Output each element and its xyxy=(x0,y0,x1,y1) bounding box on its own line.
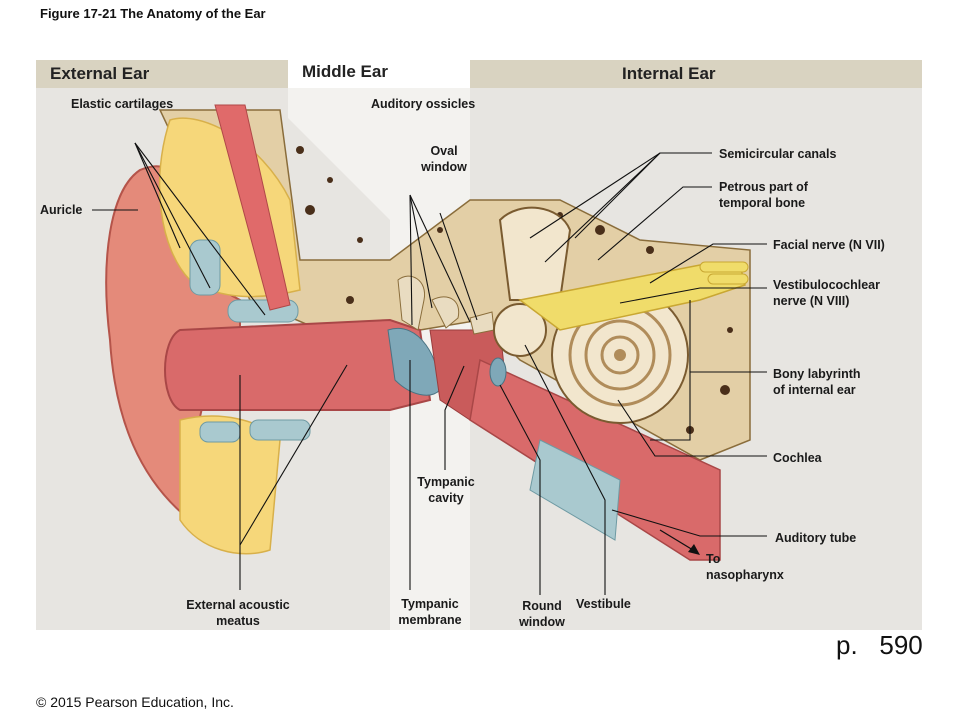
semicircular-canals-shape xyxy=(498,206,572,301)
label-oval-window: Oval window xyxy=(412,143,476,175)
label-tympanic-cavity: Tympanic cavity xyxy=(408,474,484,506)
label-vestibulocochlear-line1: Vestibulocochlear xyxy=(773,278,880,292)
label-external-acoustic-meatus: External acoustic meatus xyxy=(168,597,308,629)
label-vestibulocochlear-line2: nerve (N VIII) xyxy=(773,294,850,308)
label-auditory-ossicles: Auditory ossicles xyxy=(371,97,476,111)
label-elastic-cartilages: Elastic cartilages xyxy=(71,97,174,111)
label-semicircular-canals: Semicircular canals xyxy=(719,147,837,161)
label-oval-window-line1: Oval xyxy=(430,144,458,158)
label-tympanic-membrane: Tympanic membrane xyxy=(388,596,472,628)
cartilage-plate-3 xyxy=(199,421,241,443)
external-acoustic-meatus-canal xyxy=(164,318,432,411)
label-vestibule: Vestibule xyxy=(576,597,631,611)
section-internal-ear: Internal Ear xyxy=(622,64,716,83)
label-tympanic-cavity-line2: cavity xyxy=(428,491,464,505)
label-bony-labyrinth-line1: Bony labyrinth xyxy=(773,367,861,381)
cartilage-plate-1 xyxy=(189,239,221,296)
label-round-window-line2: window xyxy=(519,615,565,629)
label-to-nasopharynx: To nasopharynx xyxy=(706,551,784,583)
section-middle-ear: Middle Ear xyxy=(302,62,388,81)
vestibule-shape xyxy=(493,303,547,357)
label-bony-labyrinth: Bony labyrinth of internal ear xyxy=(773,366,861,398)
nasopharynx-arrow xyxy=(659,529,700,555)
label-round-window-line1: Round xyxy=(522,599,562,613)
label-petrous-line1: Petrous part of xyxy=(719,180,808,194)
label-oval-window-line2: window xyxy=(421,160,467,174)
figure-title: Figure 17-21 The Anatomy of the Ear xyxy=(40,6,266,21)
auditory-tube-shape xyxy=(469,358,721,561)
copyright-notice: © 2015 Pearson Education, Inc. xyxy=(36,694,234,710)
label-to-nasopharynx-line1: To xyxy=(706,552,721,566)
label-cochlea: Cochlea xyxy=(773,451,822,465)
label-ext-meatus-line1: External acoustic xyxy=(186,598,290,612)
label-vestibulocochlear-nerve: Vestibulocochlear nerve (N VIII) xyxy=(773,277,880,309)
label-facial-nerve: Facial nerve (N VII) xyxy=(773,238,885,252)
label-tympanic-cavity-line1: Tympanic xyxy=(417,475,475,489)
label-tympanic-membrane-line1: Tympanic xyxy=(401,597,459,611)
auditory-tube-cartilage xyxy=(529,439,621,541)
section-external-ear: External Ear xyxy=(50,64,150,83)
middle-ear-panel xyxy=(288,88,470,630)
label-to-nasopharynx-line2: nasopharynx xyxy=(706,568,784,582)
label-petrous-line2: temporal bone xyxy=(719,196,806,210)
label-round-window: Round window xyxy=(510,598,574,630)
label-bony-labyrinth-line2: of internal ear xyxy=(773,383,856,397)
facial-nerve-shape xyxy=(699,261,749,285)
skin-strip xyxy=(214,104,291,311)
label-petrous-part: Petrous part of temporal bone xyxy=(719,179,808,211)
round-window-shape xyxy=(489,357,507,387)
label-auditory-tube: Auditory tube xyxy=(775,531,857,545)
page-number: p. 590 xyxy=(836,630,923,660)
label-ext-meatus-line2: meatus xyxy=(216,614,260,628)
section-header-band xyxy=(36,60,922,88)
cartilage-plate-4 xyxy=(249,419,311,441)
incus xyxy=(431,296,460,329)
leader-lines xyxy=(92,142,767,595)
label-tympanic-membrane-line2: membrane xyxy=(398,613,462,627)
label-auricle: Auricle xyxy=(40,203,83,217)
